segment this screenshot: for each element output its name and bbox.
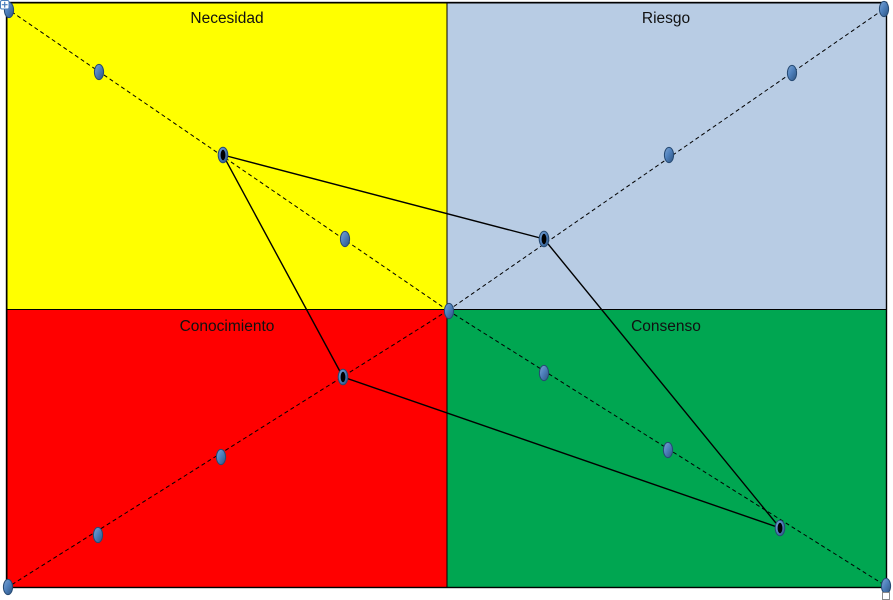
marker-dot[interactable] [786,64,798,82]
marker-dot[interactable] [215,448,227,466]
axis-ray-0 [8,9,449,311]
selected-marker-dot[interactable] [217,146,229,164]
label-riesgo: Riesgo [642,10,690,27]
marker-dot[interactable] [662,441,674,459]
selected-marker-dot[interactable] [337,368,349,386]
object-anchor-icon[interactable] [0,0,10,10]
marker-dot[interactable] [663,146,675,164]
marker-dot[interactable] [2,578,14,596]
marker-dot[interactable] [92,526,104,544]
marker-dot[interactable] [339,230,351,248]
axis-ray-1 [447,8,885,311]
label-necesidad: Necesidad [190,10,263,27]
marker-dot[interactable] [880,577,892,595]
marker-dot[interactable] [443,302,455,320]
chart-border [5,1,888,589]
marker-dot[interactable] [93,63,105,81]
marker-dot[interactable] [538,364,550,382]
label-conocimiento: Conocimiento [180,318,275,335]
label-consenso: Consenso [631,318,701,335]
axis-ray-2 [7,310,449,588]
selected-marker-dot[interactable] [538,230,550,248]
selected-marker-dot[interactable] [774,519,786,537]
resize-handle[interactable] [882,592,890,600]
marker-dot[interactable] [878,0,890,18]
axis-ray-3 [447,310,887,587]
